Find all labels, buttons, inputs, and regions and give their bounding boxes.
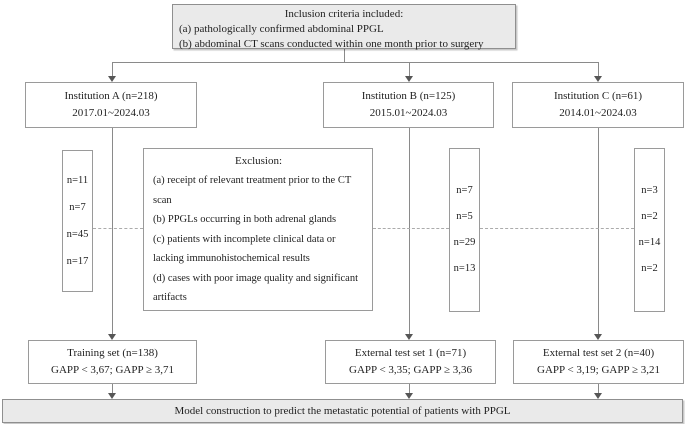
excluded-count: n=17 [66,256,89,267]
exclusion-item-d: (d) cases with poor image quality and si… [153,272,358,304]
external-test-set-2-name: External test set 2 (n=40) [542,347,655,359]
exclusion-item-a: (a) receipt of relevant treatment prior … [153,175,352,206]
institution-b-name: Institution B (n=125) [361,90,456,102]
institution-a-box: Institution A (n=218) 2017.01~2024.03 [25,82,197,128]
external-test-set-1-name: External test set 1 (n=71) [354,347,467,359]
arrow-down-icon [405,334,413,340]
inclusion-item-a: (a) pathologically confirmed abdominal P… [179,23,384,35]
institution-b-period: 2015.01~2024.03 [369,107,448,119]
connector-out-c [598,384,599,393]
connector-drop-b [409,62,410,76]
external-test-set-2-box: External test set 2 (n=40) GAPP < 3,19; … [513,340,684,384]
connector-col-b [409,128,410,335]
exclusion-criteria-box: Exclusion: (a) receipt of relevant treat… [143,148,373,311]
training-set-gapp: GAPP < 3,67; GAPP ≥ 3,71 [51,364,174,376]
arrow-down-icon [108,334,116,340]
exclusion-title: Exclusion: [234,155,283,167]
training-set-box: Training set (n=138) GAPP < 3,67; GAPP ≥… [28,340,197,384]
excluded-count-box-c: n=3 n=2 n=14 n=2 [634,148,665,312]
excluded-count: n=5 [456,211,473,222]
arrow-down-icon [594,393,602,399]
arrow-down-icon [405,393,413,399]
arrow-down-icon [594,334,602,340]
institution-b-box: Institution B (n=125) 2015.01~2024.03 [323,82,494,128]
training-set-name: Training set (n=138) [67,347,158,359]
outcome-label: Model construction to predict the metast… [174,405,511,417]
excluded-count-box-a: n=11 n=7 n=45 n=17 [62,150,93,292]
excluded-count: n=2 [641,211,658,222]
arrow-down-icon [594,76,602,82]
inclusion-item-b: (b) abdominal CT scans conducted within … [179,37,484,50]
connector-col-c [598,128,599,335]
institution-c-box: Institution C (n=61) 2014.01~2024.03 [512,82,684,128]
excluded-count: n=3 [641,185,658,196]
dashed-connector-a [93,228,143,229]
institution-c-name: Institution C (n=61) [553,90,643,102]
excluded-count-box-b: n=7 n=5 n=29 n=13 [449,148,480,312]
connector-stub-top [344,49,345,62]
exclusion-item-c: (c) patients with incomplete clinical da… [153,233,336,265]
excluded-count: n=14 [638,237,661,248]
excluded-count: n=45 [66,229,89,240]
excluded-count: n=2 [641,263,658,274]
connector-out-a [112,384,113,393]
institution-a-name: Institution A (n=218) [64,90,158,102]
excluded-count: n=7 [456,185,473,196]
connector-drop-a [112,62,113,76]
excluded-count: n=11 [66,175,89,186]
arrow-down-icon [108,393,116,399]
inclusion-title: Inclusion criteria included: [284,8,404,20]
inclusion-criteria-box: Inclusion criteria included: (a) patholo… [172,4,516,50]
outcome-box: Model construction to predict the metast… [2,399,683,423]
external-test-set-1-gapp: GAPP < 3,35; GAPP ≥ 3,36 [349,364,472,376]
external-test-set-2-gapp: GAPP < 3,19; GAPP ≥ 3,21 [537,364,660,376]
arrow-down-icon [405,76,413,82]
external-test-set-1-box: External test set 1 (n=71) GAPP < 3,35; … [325,340,496,384]
connector-out-b [409,384,410,393]
institution-c-period: 2014.01~2024.03 [559,107,637,119]
excluded-count: n=29 [453,237,476,248]
exclusion-item-b: (b) PPGLs occurring in both adrenal glan… [153,214,337,225]
dashed-connector-c [480,228,634,229]
connector-branch [112,62,599,63]
connector-drop-c [598,62,599,76]
dashed-connector-b [373,228,449,229]
excluded-count: n=13 [453,263,476,274]
excluded-count: n=7 [69,202,86,213]
connector-col-a [112,128,113,335]
institution-a-period: 2017.01~2024.03 [72,107,150,119]
arrow-down-icon [108,76,116,82]
